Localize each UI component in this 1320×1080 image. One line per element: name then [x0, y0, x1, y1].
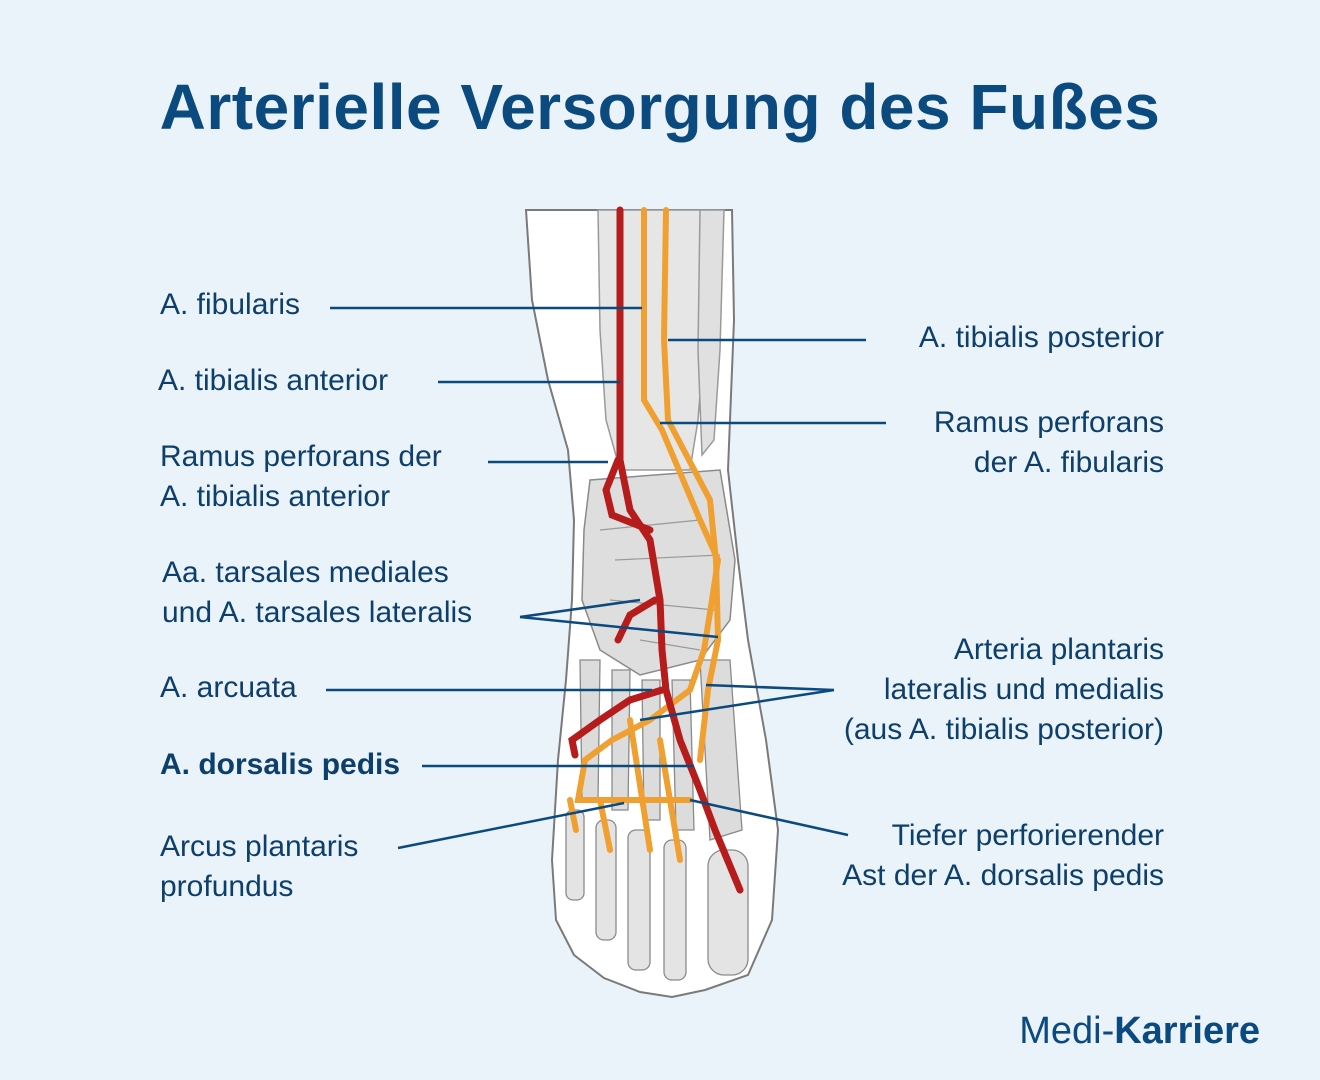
label-ramus-perforans-fibularis: Ramus perforans der A. fibularis — [934, 403, 1164, 483]
label-a-tibialis-posterior: A. tibialis posterior — [919, 318, 1164, 358]
label-a-arcuata: A. arcuata — [160, 668, 297, 708]
label-arcus-plantaris-profundus: Arcus plantaris profundus — [160, 827, 358, 907]
label-ramus-perforans-tibialis-anterior: Ramus perforans der A. tibialis anterior — [160, 437, 442, 517]
label-a-dorsalis-pedis: A. dorsalis pedis — [160, 745, 400, 785]
label-tiefer-perforierender-ast: Tiefer perforierender Ast der A. dorsali… — [842, 816, 1164, 896]
brand-logo: Medi-Karriere — [1019, 1010, 1260, 1053]
label-arteria-plantaris: Arteria plantaris lateralis und medialis… — [844, 630, 1164, 750]
label-a-tibialis-anterior: A. tibialis anterior — [158, 361, 388, 401]
label-aa-tarsales: Aa. tarsales mediales und A. tarsales la… — [162, 553, 472, 633]
label-a-fibularis: A. fibularis — [160, 285, 300, 325]
